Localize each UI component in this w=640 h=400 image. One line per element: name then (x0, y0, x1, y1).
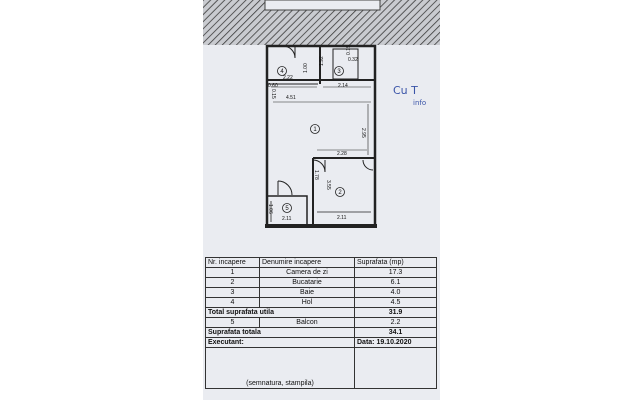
room-area-cell: 2.2 (354, 317, 437, 328)
dim-hall-wall: 0.60 (268, 83, 278, 89)
room-5-number: 5 (285, 206, 289, 212)
header-area: Suprafata (mp) (354, 257, 437, 268)
date-label: Data: 19.10.2020 (354, 337, 437, 348)
total-value: 34.1 (354, 327, 437, 338)
apartment-walls (265, 44, 377, 228)
dim-hall-thickness: 0.15 (270, 89, 276, 99)
table-row: 4 Hol 4.5 (205, 297, 437, 308)
total-label: Suprafata totala (205, 327, 355, 338)
header-room-nr: Nr. incapere (205, 257, 260, 268)
room-3-number: 3 (337, 69, 341, 75)
floor-plan: 4 3 1 2 5 2.22 2.14 4.51 2.95 2.28 1.78 … (203, 0, 440, 228)
bottom-wall-strip (265, 224, 377, 228)
dim-balcony-width: 2.11 (282, 216, 292, 222)
signature-row: (semnatura, stampila) (205, 347, 437, 389)
room-area-cell: 4.5 (354, 297, 437, 308)
dim-door-height: 1.78 (313, 170, 319, 180)
signature-empty-cell (354, 347, 437, 389)
table-row: 3 Baie 4.0 (205, 287, 437, 298)
room-2-number: 2 (338, 190, 342, 196)
dim-balcony-depth: 1.06 (267, 204, 273, 214)
handwritten-note: Cu T info (393, 84, 453, 124)
room-3-marker (334, 66, 344, 76)
room-name-cell: Baie (259, 287, 355, 298)
room-nr-cell: 4 (205, 297, 260, 308)
dim-kitchen-depth: 3.55 (325, 180, 331, 190)
signature-label: (semnatura, stampila) (205, 347, 355, 389)
dim-bath-niche: 0.32 (348, 57, 358, 63)
dim-hall-door: 1.00 (303, 63, 309, 73)
room-1-number: 1 (313, 127, 317, 133)
room-name-cell: Balcon (259, 317, 355, 328)
table-header-row: Nr. incapere Denumire incapere Suprafata… (205, 257, 437, 268)
room-5-marker (282, 203, 292, 213)
dim-living-width: 4.51 (286, 95, 296, 101)
total-row: Suprafata totala 34.1 (205, 327, 437, 338)
total-util-value: 31.9 (354, 307, 437, 318)
room-nr-cell: 2 (205, 277, 260, 288)
total-util-row: Total suprafata utila 31.9 (205, 307, 437, 318)
room-nr-cell: 5 (205, 317, 260, 328)
room-4-marker (277, 66, 287, 76)
dim-hall-width: 2.22 (283, 75, 293, 81)
header-room-name: Denumire incapere (259, 257, 355, 268)
dim-bath-niche-2: 0.15 (346, 45, 352, 55)
dim-bath-width: 2.14 (338, 83, 348, 89)
room-name-cell: Camera de zi (259, 267, 355, 278)
executant-row: Executant: Data: 19.10.2020 (205, 337, 437, 348)
table-row: 1 Camera de zi 17.3 (205, 267, 437, 278)
handwritten-line-2: info (413, 99, 427, 107)
room-area-table: Nr. incapere Denumire incapere Suprafata… (205, 257, 437, 400)
table-row: 2 Bucatarie 6.1 (205, 277, 437, 288)
room-area-cell: 4.0 (354, 287, 437, 298)
room-4-number: 4 (280, 69, 284, 75)
dim-living-depth: 2.95 (360, 128, 366, 138)
handwritten-line-1: Cu T (393, 84, 418, 97)
executant-label: Executant: (205, 337, 355, 348)
room-1-marker (310, 124, 320, 134)
room-area-cell: 17.3 (354, 267, 437, 278)
dim-kitchen-wall: 2.28 (337, 151, 347, 157)
total-util-label: Total suprafata utila (205, 307, 355, 318)
room-nr-cell: 1 (205, 267, 260, 278)
room-area-cell: 6.1 (354, 277, 437, 288)
room-nr-cell: 3 (205, 287, 260, 298)
room-name-cell: Bucatarie (259, 277, 355, 288)
top-inner-frame (264, 0, 381, 11)
dim-kitchen-width: 2.11 (337, 215, 347, 221)
room-name-cell: Hol (259, 297, 355, 308)
dim-bath-door: 1.92 (319, 56, 325, 66)
balcon-row: 5 Balcon 2.2 (205, 317, 437, 328)
room-2-marker (335, 187, 345, 197)
